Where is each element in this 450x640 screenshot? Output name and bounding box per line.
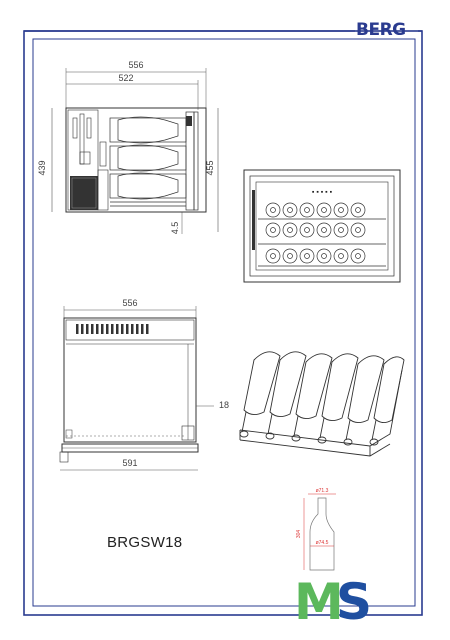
dim-depth: 591 — [122, 458, 137, 468]
bottle-spec: ø71.3 304 ø74.5 — [296, 488, 336, 571]
dim-height-left: 439 — [37, 160, 47, 175]
shelf-iso-view — [239, 351, 405, 457]
ms-logo: M S — [294, 573, 372, 627]
model-number: BRGSW18 — [107, 534, 183, 551]
svg-text:▪ ▪ ▪ ▪ ▪: ▪ ▪ ▪ ▪ ▪ — [312, 189, 333, 196]
dim-width-inner: 522 — [118, 73, 133, 83]
outer-frame — [23, 30, 423, 616]
ms-logo-m: M — [294, 573, 344, 627]
dim-height-right: 455 — [205, 160, 215, 175]
front-view: ▪ ▪ ▪ ▪ ▪ — [243, 169, 401, 283]
inner-frame — [32, 38, 416, 607]
dim-top-width: 556 — [122, 298, 137, 308]
top-view: 556 18 591 — [59, 298, 229, 471]
bottle-top-width: ø71.3 — [316, 488, 329, 494]
dim-gap: 4.5 — [170, 222, 180, 235]
brand-logo: BERG — [356, 20, 406, 40]
side-section-view: 556 522 439 455 4.5 — [37, 60, 219, 235]
dim-side-offset: 18 — [219, 400, 229, 410]
dim-width-outer: 556 — [128, 60, 143, 70]
ms-logo-s: S — [336, 573, 372, 627]
bottle-height: 304 — [296, 530, 302, 539]
bottle-body-width: ø74.5 — [316, 540, 329, 546]
